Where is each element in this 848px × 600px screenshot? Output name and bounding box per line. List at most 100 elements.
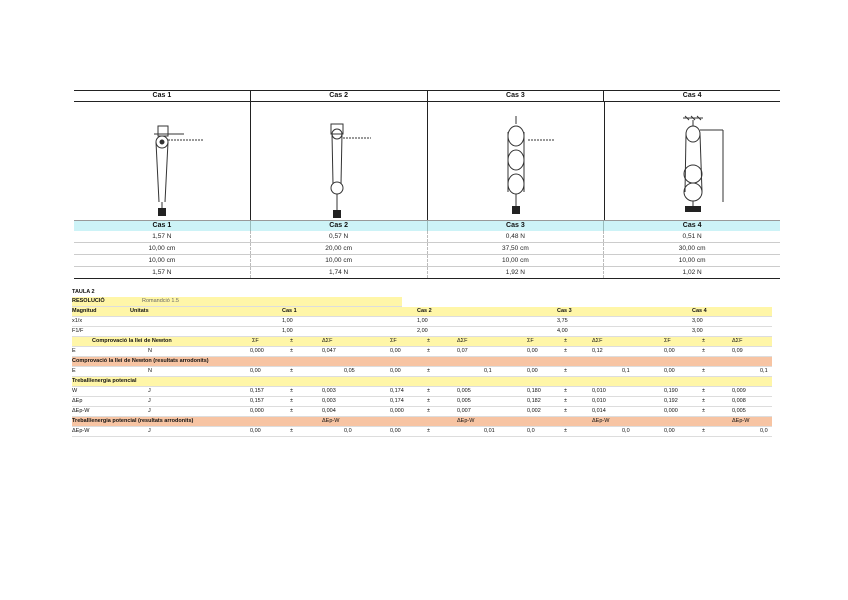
table-title: TAULA 2 — [72, 289, 95, 295]
col-header: ± — [702, 338, 706, 344]
row-unit: N — [148, 368, 152, 374]
row-label: x1/x — [72, 318, 83, 324]
cell: 0,00 — [527, 348, 538, 354]
cell: ± — [427, 398, 431, 404]
case-header: Cas 3 — [426, 221, 604, 231]
cell: ± — [564, 348, 568, 354]
cell: 0,05 — [344, 368, 355, 374]
row-label: F1/F — [72, 328, 84, 334]
cell: 0,004 — [322, 408, 336, 414]
cell: ± — [290, 398, 294, 404]
cell: 0,005 — [457, 398, 471, 404]
cell: 0,00 — [390, 428, 401, 434]
cell: ± — [564, 408, 568, 414]
cell: 1,02 N — [603, 267, 780, 278]
cell: 0,190 — [664, 388, 678, 394]
cell: 0,000 — [664, 408, 678, 414]
row-label: ΔEp-W — [72, 428, 90, 434]
cell: ± — [564, 428, 568, 434]
cell: 0,1 — [622, 368, 630, 374]
cell: 3,75 — [557, 318, 568, 324]
cell: 0,005 — [457, 388, 471, 394]
cell: ± — [427, 428, 431, 434]
unitats-label: Unitats — [130, 308, 149, 314]
pulley-case-1 — [74, 102, 250, 220]
cell: 0,51 N — [603, 231, 780, 242]
cell: ± — [427, 368, 431, 374]
distance-row-2: 10,00 cm 10,00 cm 10,00 cm 10,00 cm — [74, 255, 780, 267]
row-label: ΔEp — [72, 398, 83, 404]
table-row: F1/F 1,00 2,00 4,00 3,00 — [72, 327, 772, 337]
section-title: Comprovació la llei de Newton — [92, 338, 172, 344]
cell: 1,57 N — [152, 233, 172, 240]
row-unit: J — [148, 388, 151, 394]
cell: 0,003 — [322, 388, 336, 394]
section-title: Treball/energia potencial — [72, 378, 137, 384]
resolution-label: RESOLUCIÓ — [72, 298, 105, 304]
cell: 0,014 — [592, 408, 606, 414]
col-header: ΣF — [252, 338, 259, 344]
col-header: ΔEp-W — [457, 418, 475, 424]
col-header: ΔΣF — [457, 338, 468, 344]
row-label: ΔEp-W — [72, 408, 90, 414]
table-row: W J 0,157 ± 0,003 0,174 ± 0,005 0,180 ± … — [72, 387, 772, 397]
row-label: W — [72, 388, 78, 394]
col-header: ΣF — [664, 338, 671, 344]
cell: 1,00 — [282, 328, 293, 334]
figure-row — [74, 102, 780, 220]
cell: ± — [564, 388, 568, 394]
cases-figure-table: Cas 1 Cas 2 Cas 3 Cas 4 — [74, 90, 780, 279]
cell: 0,010 — [592, 388, 606, 394]
row-unit: J — [148, 408, 151, 414]
cell: ± — [702, 388, 706, 394]
cell: 0,157 — [250, 398, 264, 404]
cell: ± — [427, 388, 431, 394]
cell: ± — [290, 368, 294, 374]
cases-row: Magnitud Unitats Cas 1 Cas 2 Cas 3 Cas 4 — [72, 307, 772, 317]
cell: 3,00 — [692, 328, 703, 334]
col-header: ΔΣF — [592, 338, 603, 344]
cell: 0,007 — [457, 408, 471, 414]
pulley-case-2 — [250, 102, 427, 220]
cell: ± — [702, 408, 706, 414]
section-title: Treball/energia potencial (resultats arr… — [72, 418, 194, 424]
cell: 4,00 — [557, 328, 568, 334]
cell: 0,12 — [592, 348, 603, 354]
cell: 3,00 — [692, 318, 703, 324]
cell: 0,005 — [732, 408, 746, 414]
cell: 1,74 N — [249, 267, 427, 278]
cell: 0,00 — [390, 368, 401, 374]
table-row: ΔEp-W J 0,00 ± 0,0 0,00 ± 0,01 0,0 ± 0,0… — [72, 427, 772, 437]
pulley-case-3 — [427, 102, 604, 220]
col-header: ± — [290, 338, 294, 344]
cell: 0,01 — [484, 428, 495, 434]
case-header: Cas 4 — [603, 221, 780, 231]
section-header: Treball/energia potencial (resultats arr… — [72, 417, 772, 427]
section-header: Treball/energia potencial — [72, 377, 772, 387]
cell: 0,00 — [250, 428, 261, 434]
cell: 10,00 cm — [426, 255, 604, 266]
col-header: ± — [427, 338, 431, 344]
cell: 0,00 — [250, 368, 261, 374]
col-header: ΣF — [390, 338, 397, 344]
col-header: ΔEp-W — [592, 418, 610, 424]
pulley-case-4 — [604, 102, 781, 220]
col-header: ΣF — [527, 338, 534, 344]
cell: 0,07 — [457, 348, 468, 354]
cell: ± — [290, 428, 294, 434]
cell: 10,00 cm — [603, 255, 780, 266]
cell: 0,00 — [664, 368, 675, 374]
cell: ± — [290, 348, 294, 354]
cell: ± — [290, 408, 294, 414]
cell: 30,00 cm — [603, 243, 780, 254]
force-row: 1,57 N 0,57 N 0,48 N 0,51 N — [74, 231, 780, 243]
cell: 0,182 — [527, 398, 541, 404]
cell: 0,047 — [322, 348, 336, 354]
table-row: ΔEp-W J 0,000 ± 0,004 0,000 ± 0,007 0,00… — [72, 407, 772, 417]
cell: 1,57 N — [152, 269, 172, 276]
cell: 0,157 — [250, 388, 264, 394]
cell: 0,003 — [322, 398, 336, 404]
cell: 0,57 N — [249, 231, 427, 242]
section-title: Comprovació la llei de Newton (resultats… — [72, 358, 209, 364]
case-col: Cas 4 — [692, 308, 707, 314]
